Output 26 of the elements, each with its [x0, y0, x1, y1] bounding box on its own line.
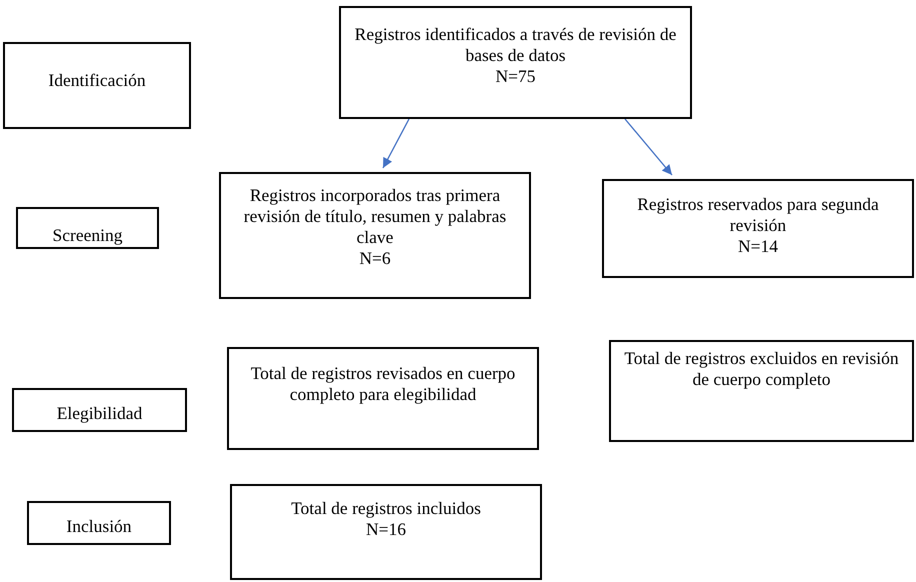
stage-label: [16, 207, 159, 249]
box-text: Total de registros incluidos: [290, 498, 482, 519]
process-box: [339, 6, 692, 119]
stage-label: [12, 388, 187, 432]
stage-label: [27, 501, 171, 545]
box-text: Identificación: [47, 70, 147, 91]
stage-label: [3, 42, 191, 129]
count-label: N=6: [358, 248, 392, 269]
arrow: [624, 118, 672, 176]
process-box: [602, 179, 914, 278]
process-box: [609, 340, 914, 442]
box-text: Elegibilidad: [56, 403, 144, 424]
box-text: Registros incorporados tras primera revisión de título, resumen y palabras clave: [242, 185, 508, 248]
box-text: Total de registros revisados en cuerpo completo para elegibilidad: [250, 363, 516, 405]
box-text: Screening: [52, 225, 124, 246]
count-label: N=75: [494, 66, 536, 87]
count-label: N=16: [364, 519, 407, 540]
box-text: Registros identificados a través de revisión de bases de datos: [354, 24, 678, 66]
process-box: [230, 484, 542, 580]
process-box: [227, 347, 539, 450]
box-text: Registros reservados para segunda revisión: [636, 194, 880, 236]
arrow: [382, 118, 410, 168]
box-text: Total de registros excluidos en revisión de cuerpo completo: [623, 348, 900, 390]
count-label: N=14: [736, 236, 779, 257]
process-box: [219, 172, 531, 299]
box-text: Inclusión: [65, 516, 133, 537]
